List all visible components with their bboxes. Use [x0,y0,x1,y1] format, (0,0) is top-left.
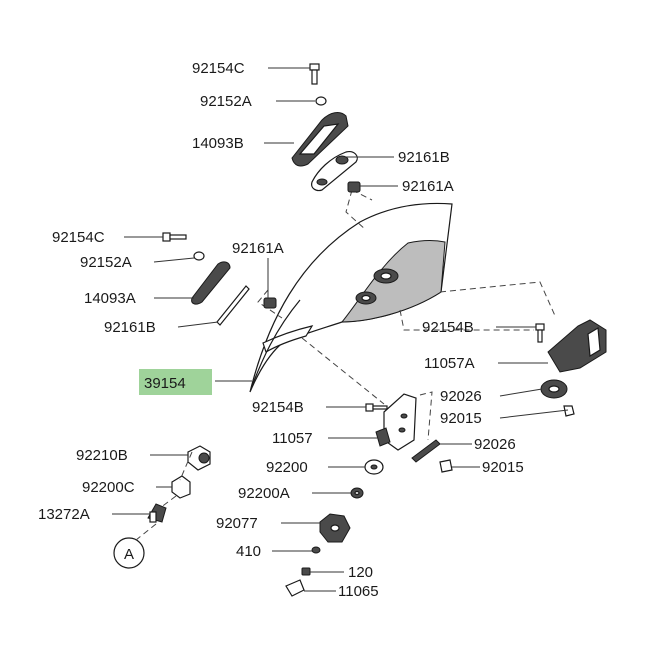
label-11065: 11065 [338,583,379,600]
label-120: 120 [348,564,373,581]
label-92015-mid: 92015 [482,459,524,476]
reference-A-circle [113,537,145,569]
label-11057A: 11057A [424,355,475,372]
washer-92152A-left [193,251,205,261]
label-92200: 92200 [266,459,308,476]
label-410: 410 [236,543,261,560]
label-92161B-left: 92161B [104,319,156,336]
label-92026-mid: 92026 [474,436,516,453]
label-92200A: 92200A [238,485,290,502]
nut-92015-mid [439,459,453,473]
label-92154B-right: 92154B [422,319,474,336]
knob-92077 [319,513,351,543]
adjuster-13272A [147,503,167,523]
screw-92154C-left [162,232,187,242]
screw-92154B-mid [365,403,388,412]
cap-92210B [187,445,211,471]
label-92154B-mid: 92154B [252,399,304,416]
nut-92161A-top [347,181,361,193]
grommet-92026-right [540,379,568,399]
label-92161A-top: 92161A [402,178,454,195]
label-13272A: 13272A [38,506,90,523]
nut-92161A-mid [263,297,277,309]
windshield [249,202,453,393]
highlight-39154 [139,369,212,395]
washer-92200 [364,459,384,475]
label-92200C: 92200C [82,479,135,496]
label-92026-right: 92026 [440,388,482,405]
grommet-92161B-top [311,151,358,192]
clip-11065 [285,579,305,597]
label-14093A: 14093A [84,290,136,307]
label-92152A-left: 92152A [80,254,132,271]
label-92015-right: 92015 [440,410,482,427]
bracket-11057A [547,319,607,373]
nut-92015-right [563,405,575,417]
washer-92152A-top [315,96,327,106]
cover-14093B [291,112,349,167]
label-92154C-left: 92154C [52,229,105,246]
screw-92154C-top [309,63,320,85]
label-92154C-top: 92154C [192,60,245,77]
label-14093B: 14093B [192,135,244,152]
label-A: A [124,546,134,563]
label-92077: 92077 [216,515,258,532]
label-39154: 39154 [144,375,186,392]
label-92210B: 92210B [76,447,128,464]
bracket-11057 [375,393,417,451]
clip-120 [301,567,311,576]
washer-92200A [350,487,364,499]
label-92161A-mid: 92161A [232,240,284,257]
oring-410 [311,546,321,554]
label-11057: 11057 [272,430,313,447]
gasket-92161B-left [216,285,250,326]
screw-92154B-right [535,323,545,343]
cover-14093A [191,261,231,305]
label-92152A-top: 92152A [200,93,252,110]
label-92161B-top: 92161B [398,149,450,166]
grommet-92026-mid [411,439,441,463]
collar-92200C [171,475,191,499]
